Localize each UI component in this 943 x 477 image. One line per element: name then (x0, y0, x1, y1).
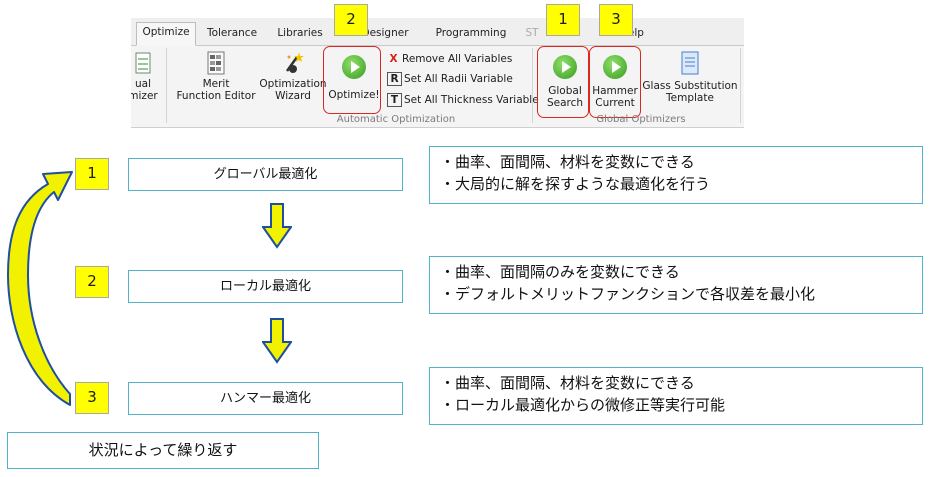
visual-optimizer-label-2: mizer (131, 90, 158, 102)
global-search-label-1: Global (548, 85, 582, 97)
merit-label-2: Function Editor (176, 90, 256, 102)
remove-all-variables-button[interactable]: X Remove All Variables (387, 51, 512, 67)
step-box-global-optimization: グローバル最適化 (128, 158, 403, 191)
remove-x-icon: X (389, 53, 398, 65)
step-number-2: 2 (75, 266, 109, 298)
optimize-play-icon (342, 55, 366, 79)
visual-optimizer-button[interactable]: ual mizer (131, 51, 159, 102)
hammer-current-button[interactable]: Hammer Current (589, 55, 641, 109)
group-divider (166, 48, 167, 123)
group-divider-3 (740, 48, 741, 123)
tab-designer[interactable]: Designer (361, 27, 409, 39)
global-search-play-icon (553, 55, 577, 79)
tab-tolerance[interactable]: Tolerance (206, 27, 258, 39)
set-all-thickness-label: Set All Thickness Variable (404, 94, 539, 106)
spreadsheet-icon (207, 51, 225, 75)
radii-icon: R (387, 72, 402, 86)
optimization-wizard-button[interactable]: Optimization Wizard (259, 51, 327, 102)
step-description-1: ・曲率、面間隔、材料を変数にできる ・大局的に解を探すような最適化を行う (429, 146, 923, 204)
wizard-label-2: Wizard (275, 90, 311, 102)
group-label-global-optimizers: Global Optimizers (596, 114, 686, 125)
wizard-label-1: Optimization (259, 78, 327, 90)
step-box-hammer-optimization: ハンマー最適化 (128, 382, 403, 415)
wizard-wand-icon (285, 52, 304, 73)
tab-optimize[interactable]: Optimize (136, 22, 196, 46)
hammer-current-highlight (589, 46, 641, 118)
step-3-desc-line-2: ・ローカル最適化からの微修正等実行可能 (440, 396, 726, 414)
thickness-icon: T (387, 93, 402, 107)
visual-optimizer-label-1: ual (134, 78, 151, 90)
group-label-automatic-optimization: Automatic Optimization (336, 114, 456, 125)
set-all-radii-label: Set All Radii Variable (404, 73, 513, 85)
merit-label-1: Merit (202, 78, 230, 90)
document-icon (681, 51, 699, 75)
step-number-1: 1 (75, 158, 109, 190)
optimize-label: Optimize! (328, 89, 380, 101)
step-2-desc-line-1: ・曲率、面間隔のみを変数にできる (440, 263, 680, 281)
step-box-local-optimization: ローカル最適化 (128, 270, 403, 303)
repeat-loop-arrow (7, 171, 73, 406)
down-arrow-2 (262, 318, 292, 364)
hammer-label-2: Current (595, 97, 635, 109)
optimizer-icon (135, 52, 151, 74)
optimize-button[interactable]: Optimize! (326, 55, 382, 101)
optimize-highlight (323, 46, 381, 114)
step-2-desc-line-2: ・デフォルトメリットファンクションで各収差を最小化 (440, 285, 816, 303)
hammer-label-1: Hammer (592, 85, 638, 97)
ribbon-tab-bar: Optimize Tolerance Libraries Designer Pr… (131, 18, 744, 46)
glass-sub-label-1: Glass Substitution (642, 80, 738, 92)
tab-st[interactable]: ST (525, 27, 539, 39)
repeat-note: 状況によって繰り返す (7, 432, 319, 469)
tab-programming[interactable]: Programming (435, 27, 507, 39)
step-number-3: 3 (75, 382, 109, 414)
global-search-highlight (537, 46, 589, 118)
remove-all-variables-label: Remove All Variables (402, 53, 513, 65)
callout-tag-3: 3 (599, 4, 633, 36)
step-description-3: ・曲率、面間隔、材料を変数にできる ・ローカル最適化からの微修正等実行可能 (429, 367, 923, 425)
step-3-desc-line-1: ・曲率、面間隔、材料を変数にできる (440, 374, 695, 392)
glass-substitution-template-button[interactable]: Glass Substitution Template (641, 51, 739, 104)
tab-libraries[interactable]: Libraries (277, 27, 323, 39)
down-arrow-1 (262, 203, 292, 249)
step-description-2: ・曲率、面間隔のみを変数にできる ・デフォルトメリットファンクションで各収差を最… (429, 256, 923, 314)
hammer-play-icon (603, 55, 627, 79)
global-search-button[interactable]: Global Search (539, 55, 591, 109)
step-1-desc-line-2: ・大局的に解を探すような最適化を行う (440, 175, 711, 193)
merit-function-editor-button[interactable]: Merit Function Editor (175, 51, 257, 102)
global-search-label-2: Search (546, 97, 584, 109)
group-divider-2 (532, 48, 533, 123)
glass-sub-label-2: Template (666, 92, 714, 104)
ribbon-toolbar: Optimize Tolerance Libraries Designer Pr… (131, 18, 744, 128)
callout-tag-1: 1 (546, 4, 580, 36)
step-1-desc-line-1: ・曲率、面間隔、材料を変数にできる (440, 153, 695, 171)
callout-tag-2: 2 (334, 4, 368, 36)
